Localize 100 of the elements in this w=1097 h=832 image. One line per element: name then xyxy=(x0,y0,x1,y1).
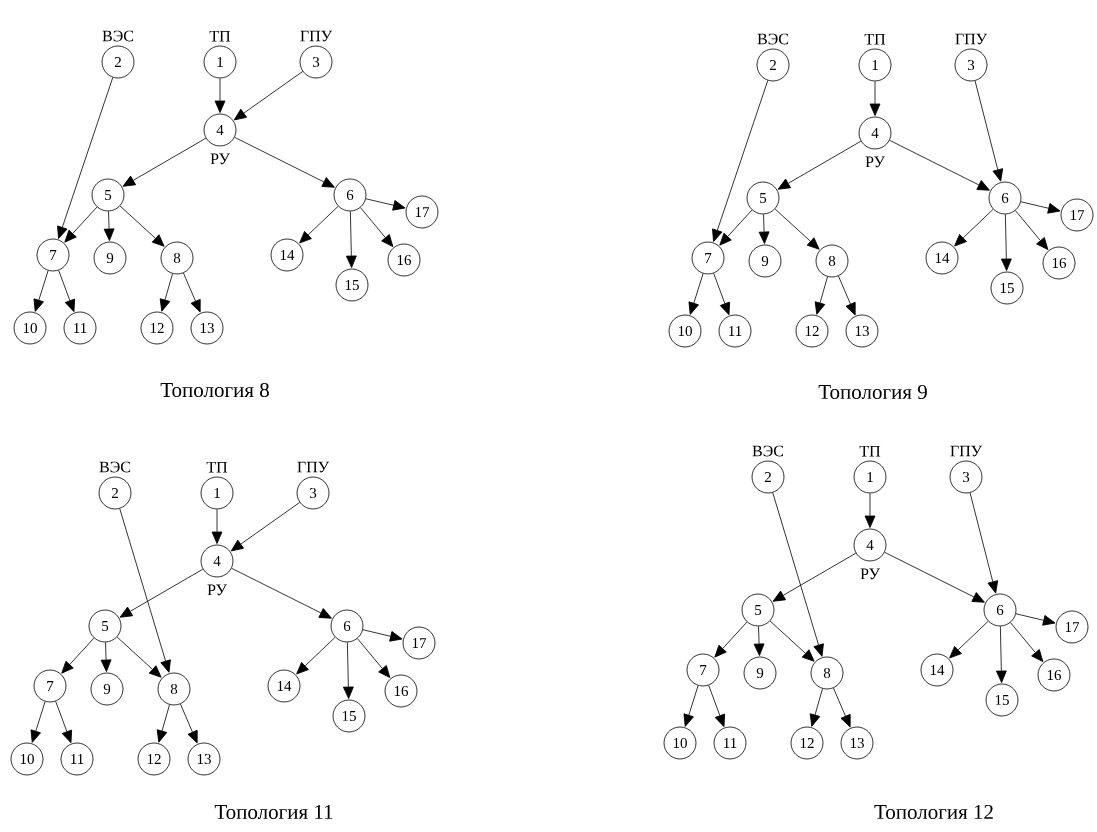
arrow xyxy=(777,140,862,190)
arrow xyxy=(64,206,98,243)
circle-node: 12 xyxy=(795,314,829,348)
node-caption: РУ xyxy=(865,156,885,168)
circle-node: 15 xyxy=(985,683,1019,717)
circle-node: 15 xyxy=(335,268,369,302)
figure-caption: Топология 9 xyxy=(818,384,927,400)
circle-node: 9 xyxy=(90,672,124,706)
arrow xyxy=(116,636,162,678)
arrow xyxy=(833,687,851,728)
arrow xyxy=(772,492,824,657)
arrow xyxy=(119,508,171,673)
circle-node: 4 xyxy=(200,544,234,578)
arrow xyxy=(211,509,223,544)
node-heading: ТП xyxy=(209,30,231,42)
arrow xyxy=(838,275,856,316)
arrow xyxy=(809,688,823,727)
arrow xyxy=(342,642,354,699)
node-heading: ГПУ xyxy=(300,30,333,42)
arrow xyxy=(774,208,820,250)
circle-node: 6 xyxy=(333,178,367,212)
arrow xyxy=(714,621,748,658)
arrow xyxy=(949,620,989,659)
arrow xyxy=(969,492,999,594)
circle-node: 3 xyxy=(299,45,333,79)
arrow xyxy=(233,71,304,121)
arrow xyxy=(299,205,339,244)
arrow xyxy=(61,637,95,674)
circle-node: 5 xyxy=(91,178,125,212)
circle-node: 4 xyxy=(853,528,887,562)
node-heading: ВЭС xyxy=(757,33,789,45)
circle-node: 10 xyxy=(663,726,697,760)
circle-node: 17 xyxy=(405,195,439,229)
figure-caption: Топология 11 xyxy=(214,804,333,820)
arrow xyxy=(954,208,994,247)
arrow xyxy=(100,642,112,672)
arrow xyxy=(889,139,990,191)
circle-node: 1 xyxy=(203,45,237,79)
circle-node: 9 xyxy=(743,656,777,690)
arrow xyxy=(1015,210,1049,250)
circle-node: 15 xyxy=(990,271,1024,305)
circle-node: 12 xyxy=(140,311,174,345)
node-heading: ГПУ xyxy=(297,461,330,473)
arrow xyxy=(758,214,770,244)
circle-node: 9 xyxy=(93,241,127,275)
circle-node: 12 xyxy=(137,742,171,776)
circle-node: 2 xyxy=(98,476,132,510)
circle-node: 12 xyxy=(790,726,824,760)
node-caption: РУ xyxy=(860,568,880,580)
arrow xyxy=(231,567,332,619)
arrow xyxy=(362,629,403,642)
arrow xyxy=(708,685,726,728)
circle-node: 11 xyxy=(713,726,747,760)
circle-node: 1 xyxy=(858,48,892,82)
node-heading: ВЭС xyxy=(102,30,134,42)
arrow xyxy=(57,77,114,239)
arrow xyxy=(683,685,699,727)
circle-node: 9 xyxy=(748,244,782,278)
arrow xyxy=(365,198,406,211)
circle-node: 1 xyxy=(853,460,887,494)
circle-node: 5 xyxy=(746,181,780,215)
circle-node: 8 xyxy=(160,241,194,275)
circle-node: 3 xyxy=(296,476,330,510)
circle-node: 10 xyxy=(10,742,44,776)
node-caption: РУ xyxy=(207,584,227,596)
circle-node: 11 xyxy=(60,742,94,776)
arrow xyxy=(1015,613,1056,626)
arrow xyxy=(974,80,1004,182)
node-heading: ГПУ xyxy=(950,445,983,457)
circle-node: 4 xyxy=(858,116,892,150)
node-heading: ВЭС xyxy=(99,461,131,473)
circle-node: 14 xyxy=(925,241,959,275)
arrow xyxy=(769,620,815,662)
figure-caption: Топология 8 xyxy=(160,382,269,398)
circle-node: 6 xyxy=(983,593,1017,627)
circle-node: 5 xyxy=(88,609,122,643)
arrow xyxy=(214,78,226,113)
arrow xyxy=(713,273,731,316)
circle-node: 6 xyxy=(988,181,1022,215)
arrow xyxy=(58,270,76,313)
arrow xyxy=(357,638,391,678)
node-heading: ТП xyxy=(859,445,881,457)
arrow xyxy=(55,701,73,744)
arrow xyxy=(296,636,336,675)
circle-node: 16 xyxy=(384,674,418,708)
arrow xyxy=(753,626,765,656)
arrow xyxy=(1010,622,1044,662)
arrow xyxy=(712,80,769,242)
circle-node: 1 xyxy=(200,476,234,510)
arrow xyxy=(1000,214,1012,271)
circle-node: 17 xyxy=(1060,198,1094,232)
circle-node: 13 xyxy=(190,311,224,345)
circle-node: 15 xyxy=(332,699,366,733)
circle-node: 16 xyxy=(1037,658,1071,692)
circle-node: 2 xyxy=(751,460,785,494)
circle-node: 17 xyxy=(1055,610,1089,644)
circle-node: 14 xyxy=(270,238,304,272)
arrow xyxy=(1020,201,1061,214)
arrow xyxy=(122,137,207,187)
circle-node: 13 xyxy=(187,742,221,776)
